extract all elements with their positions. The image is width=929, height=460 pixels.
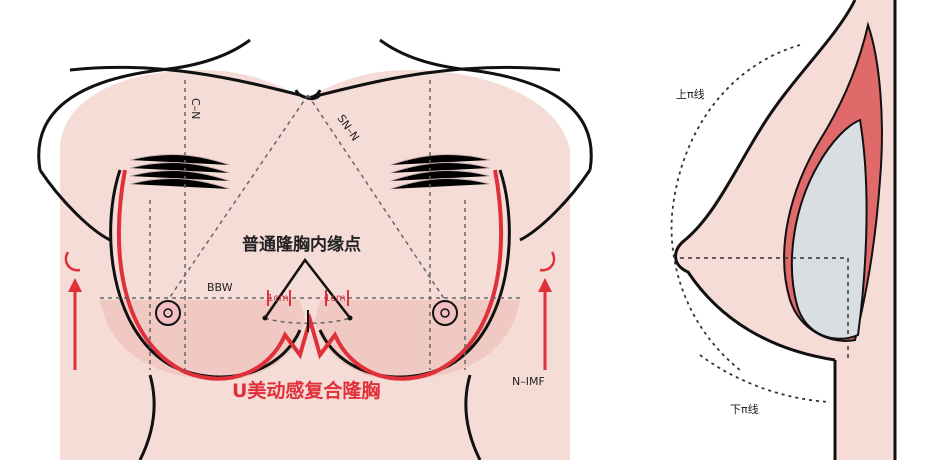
inner-edge-point-right	[348, 316, 353, 321]
front-view: C–N SN–N BBW 普通隆胸内缘点 1cm 1cm N–IMF U美动感复…	[39, 40, 592, 460]
label-one-cm-left: 1cm	[267, 293, 289, 304]
label-u-title: U美动感复合隆胸	[232, 379, 380, 402]
label-c-n: C–N	[189, 98, 202, 119]
label-inner-edge-point: 普通隆胸内缘点	[242, 234, 361, 255]
label-one-cm-right: 1cm	[324, 293, 346, 304]
label-lower-pi: 下π线	[730, 402, 759, 416]
label-n-imf: N–IMF	[512, 375, 545, 388]
nipple-left	[156, 301, 180, 325]
label-upper-pi: 上π线	[676, 87, 705, 101]
side-view: 上π线 下π线	[672, 0, 895, 460]
sternal-notch	[296, 90, 320, 98]
nipple-right	[433, 301, 457, 325]
lower-pi-arc	[700, 355, 830, 402]
label-bbw: BBW	[207, 281, 233, 294]
inner-edge-point-left	[263, 316, 268, 321]
